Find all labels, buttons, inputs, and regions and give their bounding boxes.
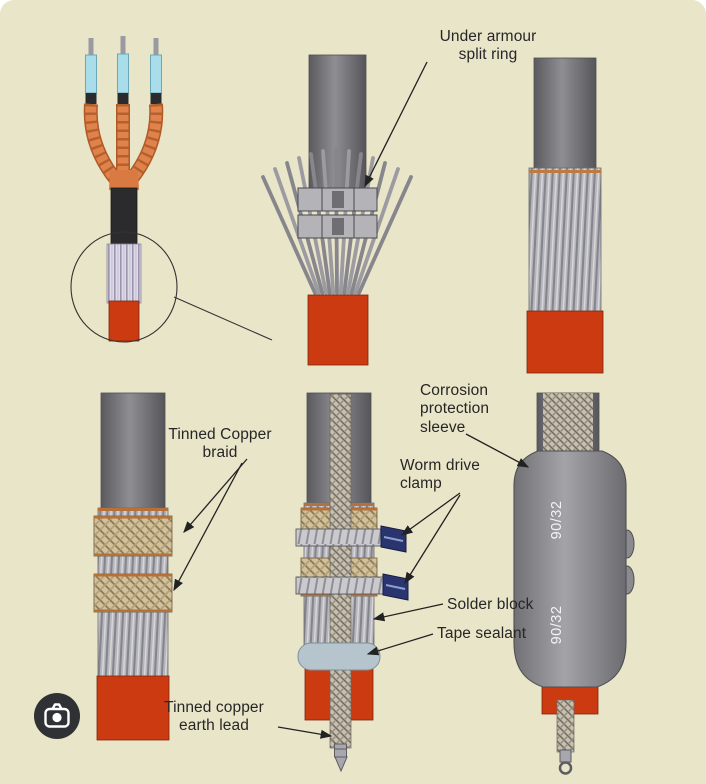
- copper-binder: [529, 170, 601, 173]
- leader-tape-sealant: [366, 633, 434, 656]
- earth-lead-crimp: [558, 749, 573, 775]
- cable-sheath: [100, 392, 166, 514]
- clamps-illustration: [295, 392, 409, 773]
- copper-binder: [98, 508, 168, 511]
- under-armour-split-ring: [297, 187, 378, 239]
- inner-sheath: [110, 187, 138, 247]
- worm-drive-clamp-1: [295, 525, 407, 553]
- label-under-armour-split-ring: Under armour split ring: [439, 28, 537, 64]
- insulated-cores: [83, 103, 164, 190]
- annotation-lines: [173, 61, 530, 739]
- core-blue-tips: [85, 53, 162, 94]
- label-tinned-copper-braid: Tinned Copper braid: [168, 426, 272, 462]
- leader-clamp-1: [400, 492, 461, 536]
- serving: [108, 300, 140, 342]
- google-lens-icon[interactable]: [34, 693, 80, 739]
- earth-lead-tail: [556, 699, 575, 753]
- armour-wire-section: [528, 167, 602, 314]
- braid-bands-illustration: [93, 392, 173, 741]
- tinned-copper-braid-band-1: [93, 515, 173, 557]
- leader-clamp-2: [404, 494, 461, 585]
- magnifier-connector-line: [173, 296, 273, 341]
- leader-earth-lead: [277, 726, 333, 739]
- sleeve-size-marking: 90/32: [549, 501, 565, 540]
- trifurcated-cable-illustration: [70, 36, 273, 343]
- sleeve-size-marking: 90/32: [549, 606, 565, 645]
- core-ferrules: [85, 93, 162, 104]
- earth-braid-strip: [329, 393, 352, 749]
- tape-sealant-band: [297, 642, 381, 671]
- label-worm-drive-clamp: Worm drive clamp: [400, 457, 480, 493]
- leader-split-ring: [364, 61, 428, 188]
- crotch-wrap: [109, 170, 139, 190]
- label-tinned-copper-earth-lead: Tinned copper earth lead: [164, 699, 264, 735]
- armour-wire-section: [106, 243, 142, 304]
- earth-braid-over-cable: [543, 393, 593, 453]
- label-solder-block: Solder block: [447, 596, 534, 613]
- corrosion-protection-sleeve: [513, 450, 627, 688]
- core-pins: [88, 36, 159, 58]
- serving: [307, 294, 369, 366]
- split-ring-illustration: [261, 54, 413, 366]
- laid-armour-illustration: [526, 57, 604, 374]
- leader-sleeve: [465, 433, 530, 468]
- label-tape-sealant: Tape sealant: [437, 625, 527, 642]
- leader-solder-block: [372, 603, 444, 622]
- serving: [526, 310, 604, 374]
- leader-braid-1: [183, 458, 248, 533]
- leader-braid-2: [173, 462, 243, 592]
- tinned-copper-braid-band-2: [93, 573, 173, 613]
- label-corrosion-protection-sleeve: Corrosion protection sleeve: [420, 382, 490, 436]
- corrosion-sleeve-illustration: 90/32 90/32: [513, 392, 635, 775]
- cable-sheath: [533, 57, 597, 173]
- serving: [96, 675, 170, 741]
- magnifier-circle: [70, 231, 178, 343]
- worm-drive-clamp-2: [295, 573, 409, 601]
- earth-lead-crimp: [334, 743, 348, 773]
